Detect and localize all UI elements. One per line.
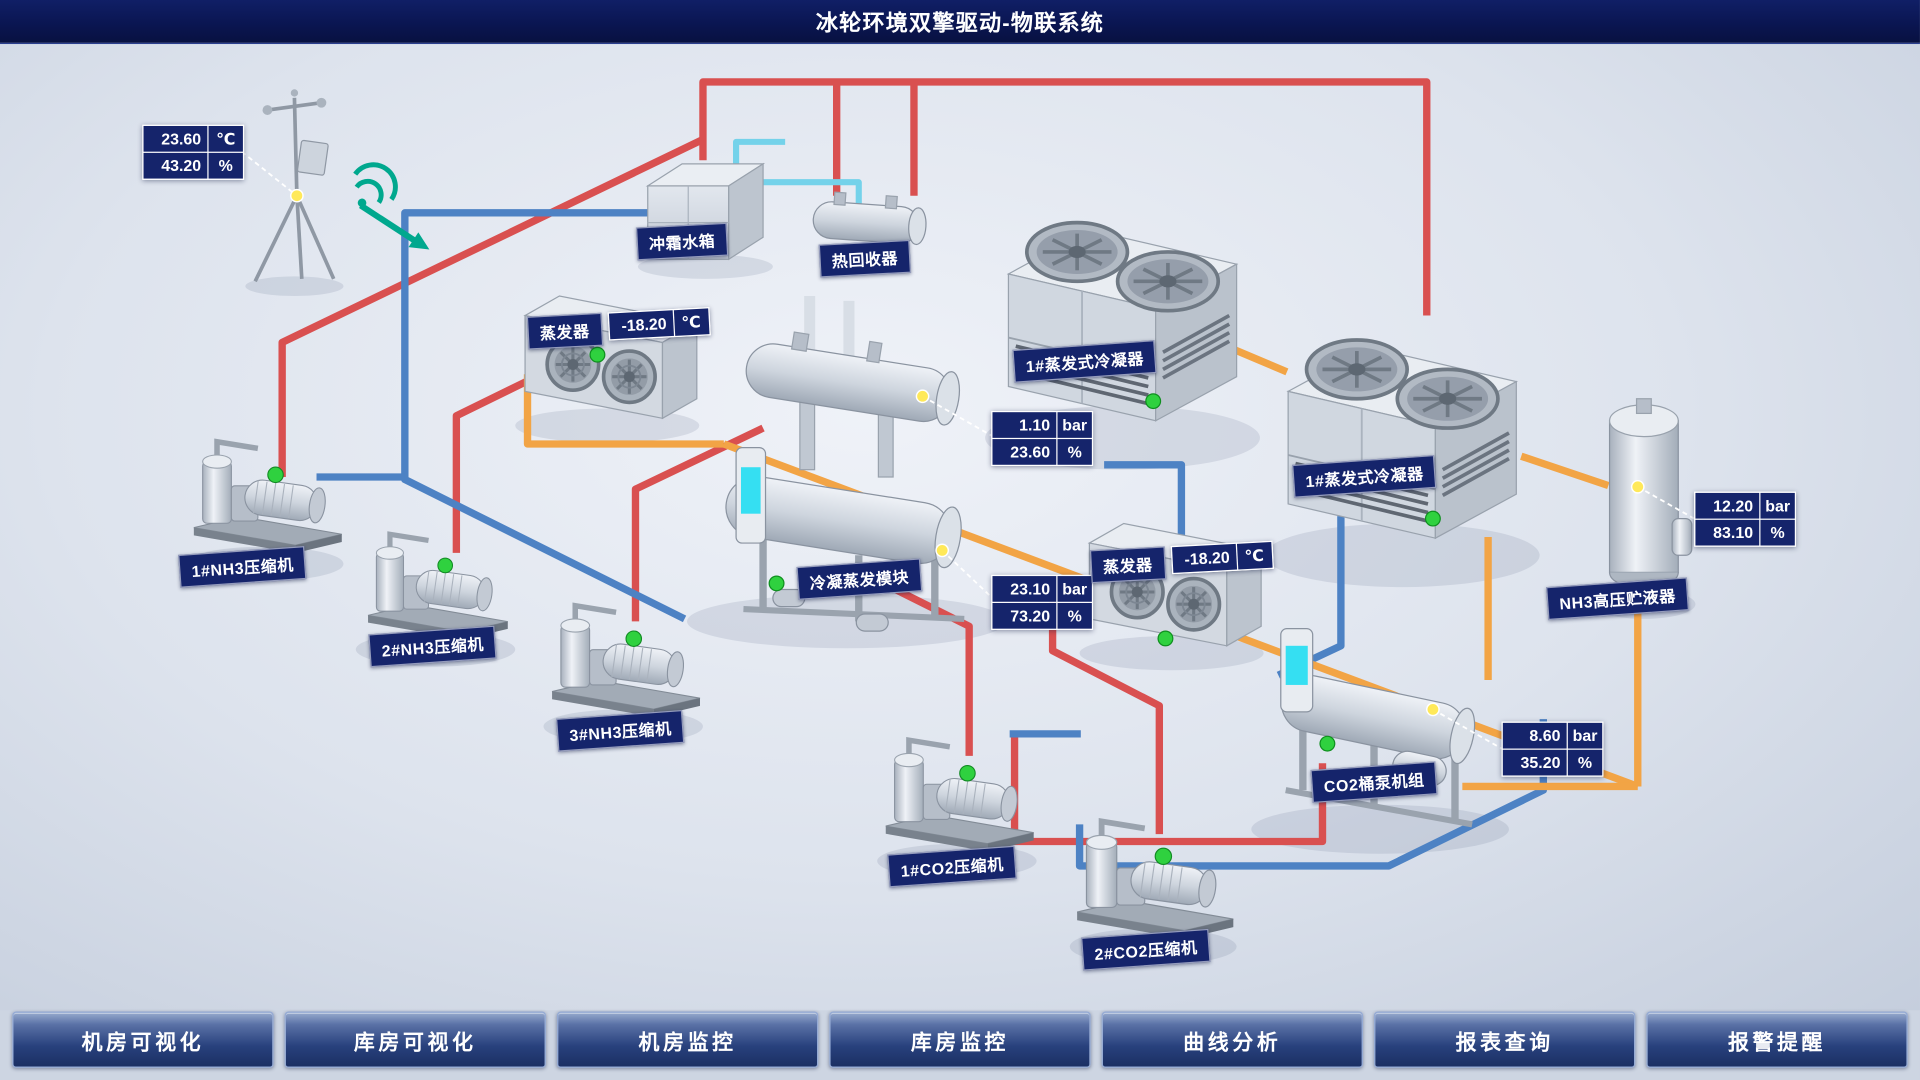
status-green-dots — [589, 346, 1441, 752]
evaporative-condenser-1 — [1008, 223, 1236, 421]
module-upper-pressure-value: 1.10 — [992, 412, 1057, 438]
leader-lines — [241, 150, 1695, 750]
outdoor-humidity-unit: % — [208, 152, 243, 179]
outdoor-humidity-value: 43.20 — [143, 152, 208, 179]
heat-recovery-vessel — [812, 191, 927, 246]
evaporator-right-temp-box: -18.20 ℃ — [1170, 540, 1274, 575]
cond-evap-module-unit — [725, 295, 965, 632]
module-upper-callout: 1.10 bar 23.60 % — [991, 410, 1094, 467]
nav-warehouse-visualization[interactable]: 库房可视化 — [284, 1011, 546, 1068]
compressor-3-nh3 — [552, 606, 700, 717]
nh3-receiver-callout: 12.20 bar 83.10 % — [1694, 491, 1797, 547]
nav-alarm-reminder[interactable]: 报警提醒 — [1646, 1011, 1908, 1068]
co2-pressure-unit: bar — [1567, 722, 1603, 749]
evaporator-right-temp-value: -18.20 — [1171, 543, 1237, 573]
nh3-receiver-vessel — [1608, 398, 1693, 602]
plant-scene: 23.60 ℃ 43.20 % 1.10 bar 23.60 % 23.10 b… — [0, 44, 1920, 1011]
module-upper-level-value: 23.60 — [992, 439, 1057, 465]
co2-pump-callout: 8.60 bar 35.20 % — [1501, 721, 1604, 777]
nav-warehouse-monitoring[interactable]: 库房监控 — [829, 1011, 1091, 1068]
module-lower-pressure-unit: bar — [1057, 576, 1092, 602]
compressor-2-nh3 — [368, 534, 508, 639]
nh3-pressure-value: 12.20 — [1695, 492, 1760, 519]
module-lower-level-unit: % — [1057, 602, 1092, 629]
module-lower-level-value: 73.20 — [992, 602, 1057, 629]
signal-arrow-icon — [359, 202, 430, 250]
cyan-pipes — [733, 138, 862, 205]
defrost-tank-label: 冲霜水箱 — [635, 222, 729, 261]
nav-report-query[interactable]: 报表查询 — [1374, 1011, 1636, 1068]
heat-recovery-label: 热回收器 — [818, 239, 912, 278]
page-title: 冰轮环境双擎驱动-物联系统 — [815, 10, 1105, 35]
co2-level-gauge — [1285, 645, 1308, 685]
co2-level-unit: % — [1567, 749, 1603, 776]
nh3-pressure-unit: bar — [1760, 492, 1795, 519]
evaporator-right-temp-unit: ℃ — [1236, 542, 1273, 570]
module-upper-level-unit: % — [1057, 439, 1092, 465]
nh3-level-value: 83.10 — [1695, 519, 1760, 546]
compressor-1-nh3 — [194, 442, 342, 553]
module-level-gauge — [740, 467, 761, 514]
co2-pressure-value: 8.60 — [1502, 722, 1567, 749]
evaporator-left-temp-unit: ℃ — [673, 308, 709, 336]
nh3-level-unit: % — [1760, 519, 1795, 546]
nav-machine-room-monitoring[interactable]: 机房监控 — [556, 1011, 819, 1068]
module-lower-pressure-value: 23.10 — [992, 576, 1057, 602]
outdoor-temp-unit: ℃ — [208, 125, 243, 152]
nav-machine-room-visualization[interactable]: 机房可视化 — [12, 1011, 274, 1068]
evaporative-condenser-2 — [1288, 340, 1516, 538]
sensor-dots — [290, 188, 1645, 717]
title-bar: 冰轮环境双擎驱动-物联系统 — [0, 0, 1920, 45]
weather-callout: 23.60 ℃ 43.20 % — [142, 124, 245, 180]
co2-level-value: 35.20 — [1502, 749, 1567, 776]
evaporator-left-temp-box: -18.20 ℃ — [607, 307, 711, 341]
nav-curve-analysis[interactable]: 曲线分析 — [1101, 1011, 1363, 1068]
bottom-nav: 机房可视化 库房可视化 机房监控 库房监控 曲线分析 报表查询 报警提醒 — [0, 1011, 1920, 1068]
evaporator-right-label: 蒸发器 — [1089, 546, 1166, 584]
evaporator-left-label: 蒸发器 — [526, 312, 603, 350]
weather-station — [253, 89, 336, 283]
evaporator-left-temp-value: -18.20 — [608, 310, 674, 340]
red-pipes — [278, 78, 1431, 846]
module-lower-callout: 23.10 bar 73.20 % — [991, 574, 1094, 630]
outdoor-temp-value: 23.60 — [143, 125, 208, 152]
wifi-icon — [353, 162, 398, 208]
module-upper-pressure-unit: bar — [1057, 412, 1092, 438]
